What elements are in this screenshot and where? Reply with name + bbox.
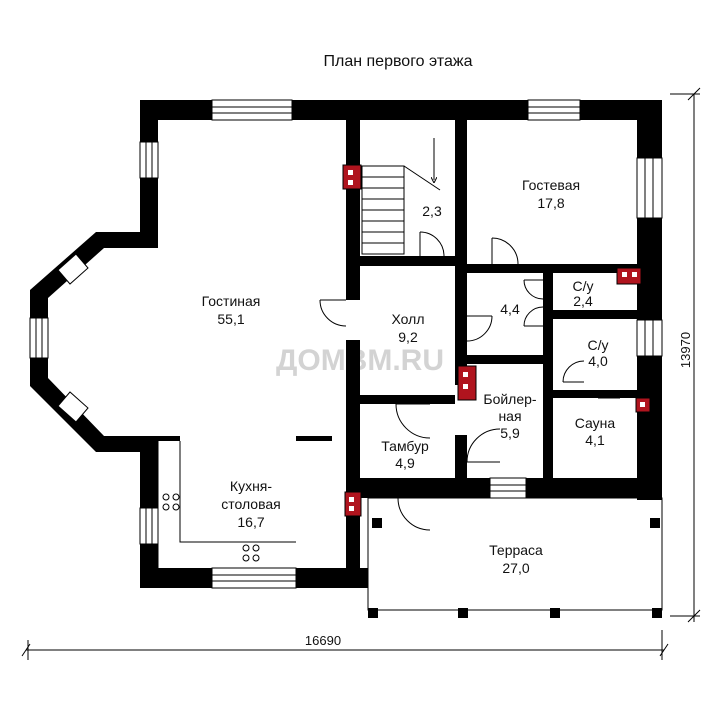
windows [29,99,663,589]
room-area-gostinaya: 55,1 [217,311,244,327]
plan-title: План первого этажа [324,53,473,70]
room-name-boiler-1: Бойлер- [483,391,537,407]
room-area-boiler: 5,9 [500,425,520,441]
bay-window-wall [30,232,158,452]
room-area-su2: 4,0 [588,353,608,369]
room-name-holl: Холл [392,311,425,327]
room-name-gostinaya: Гостиная [202,293,261,309]
room-name-su1: С/у [573,278,594,294]
bay-windows [57,253,89,423]
staircase [361,138,441,255]
room-name-tambur: Тамбур [381,438,429,454]
room-name-kitchen-1: Кухня- [230,478,272,494]
room-area-terrace: 27,0 [502,560,529,576]
room-area-stair: 2,3 [422,203,442,219]
vent-slots [348,170,645,511]
room-name-kitchen-2: столовая [221,496,281,512]
room-name-gostevaya: Гостевая [522,177,580,193]
room-area-gostevaya: 17,8 [537,195,564,211]
room-area-tambur: 4,9 [395,455,415,471]
dimension-lines [21,87,701,660]
room-name-sauna: Сауна [575,415,616,431]
room-name-su2: С/у [588,337,609,353]
room-name-boiler-2: ная [498,408,521,424]
width-dimension: 16690 [305,633,341,648]
height-dimension: 13970 [678,332,693,368]
room-area-sauna: 4,1 [585,432,605,448]
room-area-holl: 9,2 [398,329,418,345]
kitchen-counters [157,441,296,568]
room-area-kitchen: 16,7 [237,514,264,530]
stove-burners [162,493,260,562]
room-area-44: 4,4 [500,301,520,317]
room-labels: Гостиная 55,1 2,3 Гостевая 17,8 Холл 9,2… [202,177,616,576]
room-area-su1: 2,4 [573,293,593,309]
terrace [367,497,663,618]
room-name-terrace: Терраса [489,542,543,558]
